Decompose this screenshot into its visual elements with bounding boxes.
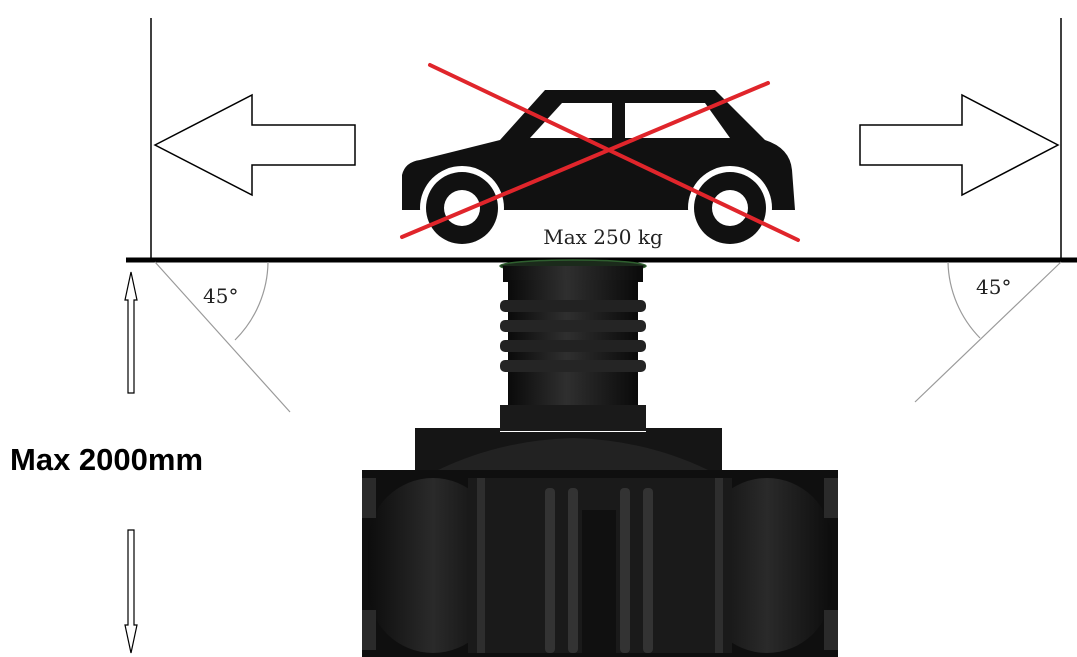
- car-icon: [402, 90, 795, 250]
- depth-label: Max 2000mm: [10, 442, 203, 477]
- angle-right-label: 45°: [976, 275, 1011, 299]
- red-cross-icon: [400, 63, 800, 242]
- angle-left-label: 45°: [203, 284, 238, 308]
- depth-arrow-down-icon: [124, 529, 138, 654]
- right-angle-lines: [914, 261, 1062, 403]
- right-arrow-icon: [859, 93, 1060, 197]
- left-angle-lines: [154, 261, 291, 413]
- load-label: Max 250 kg: [543, 225, 663, 249]
- left-arrow-icon: [153, 93, 356, 197]
- tank-icon: [362, 259, 838, 657]
- depth-arrow-up-icon: [124, 271, 138, 394]
